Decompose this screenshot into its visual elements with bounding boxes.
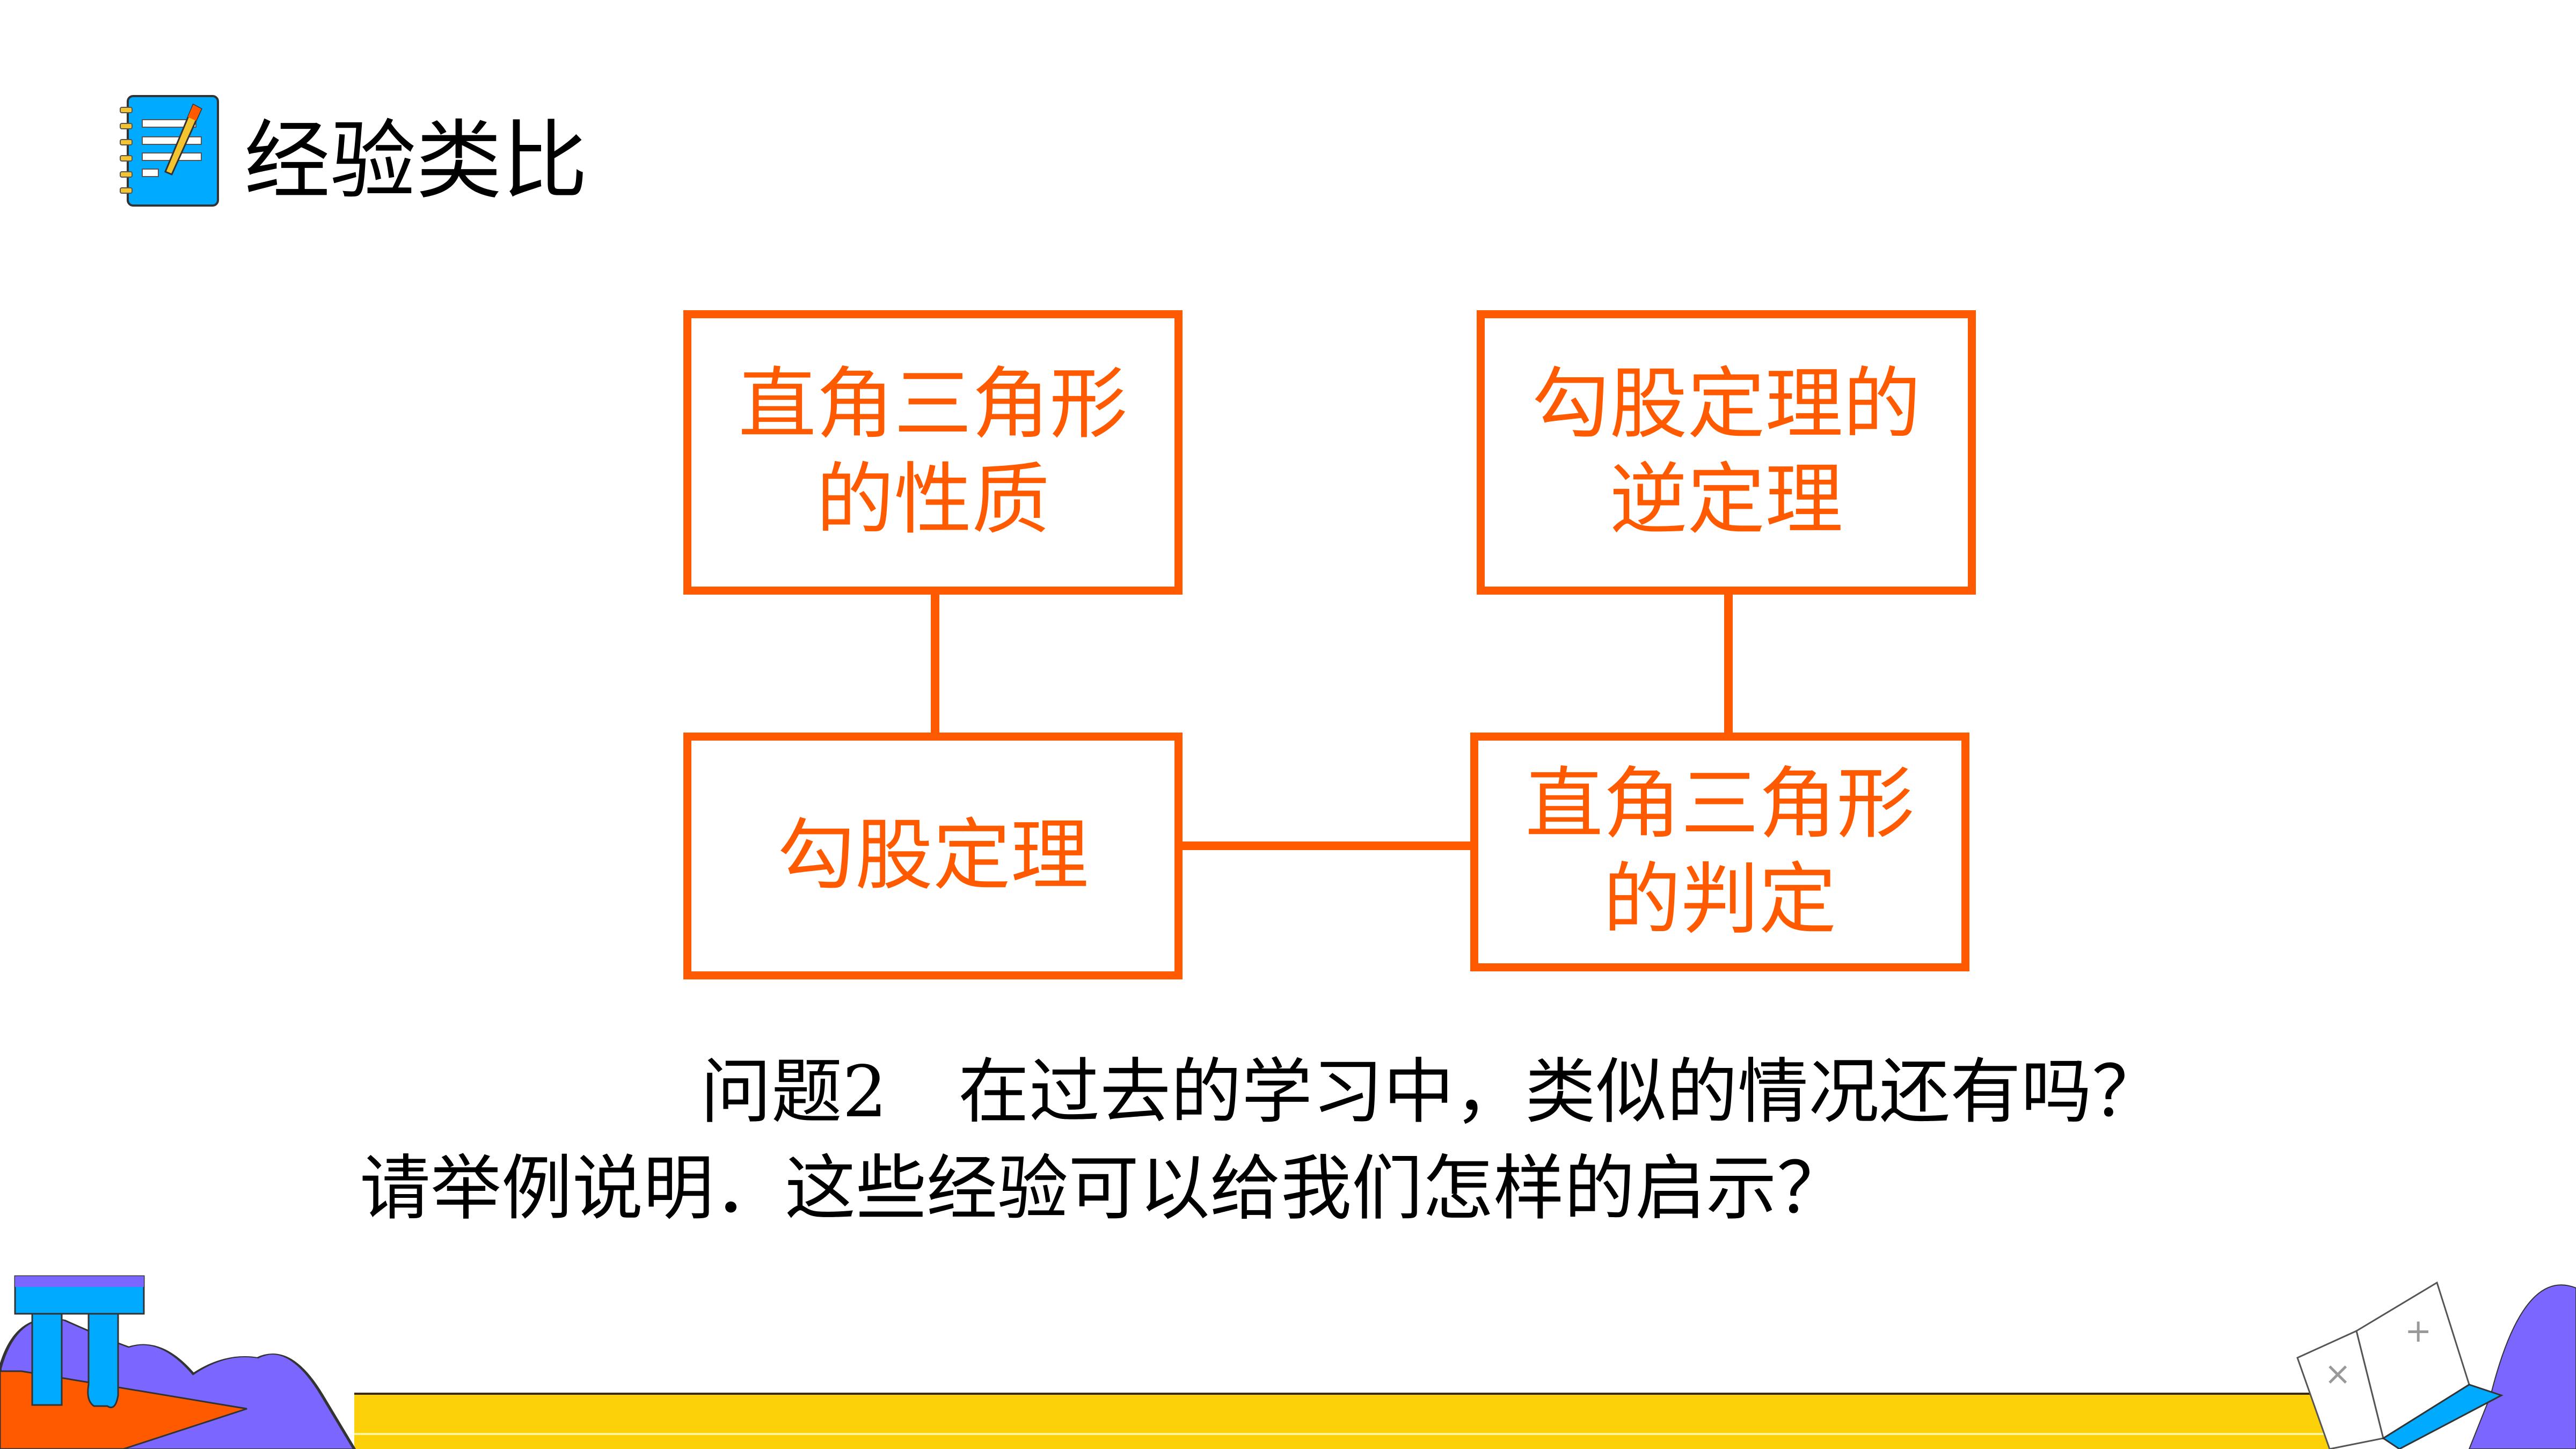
box-right-triangle-criteria: 直角三角形的判定 [1470, 733, 1969, 971]
page-title: 经验类比 [244, 111, 588, 211]
question-line-1: 问题2 在过去的学习中，类似的情况还有吗？ [700, 1051, 2163, 1133]
box-pythagorean-theorem: 勾股定理 [683, 733, 1183, 979]
box-pythagorean-converse: 勾股定理的逆定理 [1477, 310, 1976, 595]
notebook-pencil-icon [120, 95, 219, 207]
box-text: 的判定 [1603, 854, 1837, 945]
yellow-ribbon [354, 1393, 2330, 1449]
svg-text:×: × [2324, 1355, 2351, 1393]
box-text: 直角三角形 [1525, 758, 1915, 850]
connector-horizontal [1181, 841, 1473, 850]
open-book-icon: × + [2296, 1281, 2504, 1449]
box-text: 勾股定理的 [1531, 359, 1921, 450]
box-right-triangle-properties: 直角三角形的性质 [683, 310, 1183, 595]
svg-text:+: + [2405, 1312, 2432, 1350]
connector-right-vertical [1724, 590, 1733, 735]
box-text: 直角三角形 [738, 359, 1128, 450]
box-text: 勾股定理 [777, 810, 1089, 901]
bottom-decoration: × + [0, 1275, 2576, 1449]
connector-left-vertical [931, 590, 939, 735]
box-text: 逆定理 [1609, 455, 1843, 545]
purple-clouds-right [2468, 1284, 2576, 1449]
question-line-2: 请举例说明．这些经验可以给我们怎样的启示？ [360, 1147, 1848, 1230]
pi-icon [14, 1275, 145, 1408]
box-text: 的性质 [816, 455, 1050, 545]
